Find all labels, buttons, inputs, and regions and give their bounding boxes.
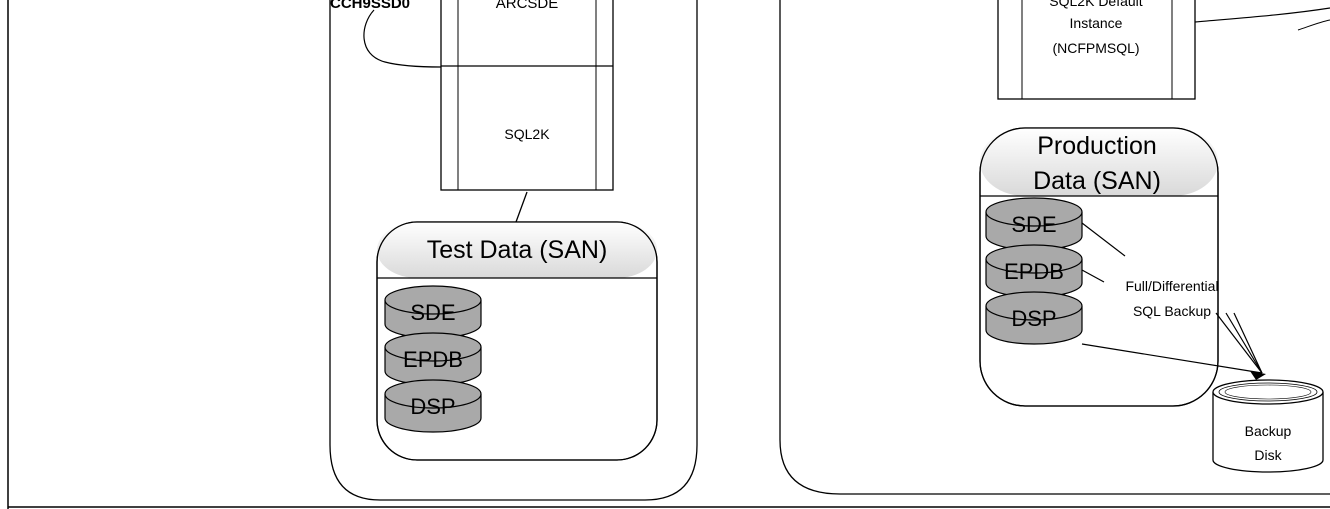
sql-instance-line2: Instance	[1070, 15, 1123, 31]
database-sde-label: SDE	[1011, 212, 1056, 237]
backup-connectors	[1081, 222, 1263, 374]
sql-instance-line1: SQL2K Default	[1049, 0, 1142, 9]
backup-disk-line1: Backup	[1245, 423, 1292, 439]
database-dsp-label: DSP	[410, 394, 455, 419]
test-server-box	[440, 0, 614, 191]
database-sde-cylinder	[985, 197, 1083, 251]
backup-arrowhead	[1250, 371, 1266, 380]
database-dsp-cylinder	[985, 291, 1083, 345]
server-name-label: CCH9SSD0	[330, 0, 410, 12]
sql2k-label: SQL2K	[504, 126, 550, 142]
database-sde-label: SDE	[410, 300, 455, 325]
server-connector-curve	[363, 9, 442, 68]
production-db-stack: SDE EPDB DSP	[985, 197, 1083, 345]
database-dsp-cylinder	[384, 379, 482, 433]
backup-disk-icon	[1212, 379, 1324, 473]
production-connector-curve	[1194, 7, 1330, 23]
arcsde-label: ARCSDE	[496, 0, 559, 12]
database-dsp-label: DSP	[1011, 306, 1056, 331]
production-server-boundary	[779, 0, 1330, 495]
production-connector-curve-2	[1297, 19, 1330, 31]
database-epdb-cylinder	[384, 332, 482, 386]
test-storage-title: Test Data (SAN)	[427, 236, 608, 264]
production-server-box	[997, 0, 1196, 100]
backup-disk-line2: Disk	[1254, 447, 1282, 463]
sql-instance-line3: (NCFPMSQL)	[1052, 40, 1139, 56]
backup-label-line2: SQL Backup	[1133, 303, 1211, 319]
production-storage-title-line1: Production	[1037, 132, 1157, 160]
backup-label-line1: Full/Differential	[1125, 278, 1218, 294]
database-epdb-cylinder	[985, 244, 1083, 298]
database-epdb-label: EPDB	[403, 347, 463, 372]
test-link-line	[515, 191, 528, 223]
test-server-boundary	[329, 0, 698, 501]
test-db-stack: SDE EPDB DSP	[384, 285, 482, 433]
production-storage-title-line2: Data (SAN)	[1033, 167, 1161, 195]
database-epdb-label: EPDB	[1004, 259, 1064, 284]
